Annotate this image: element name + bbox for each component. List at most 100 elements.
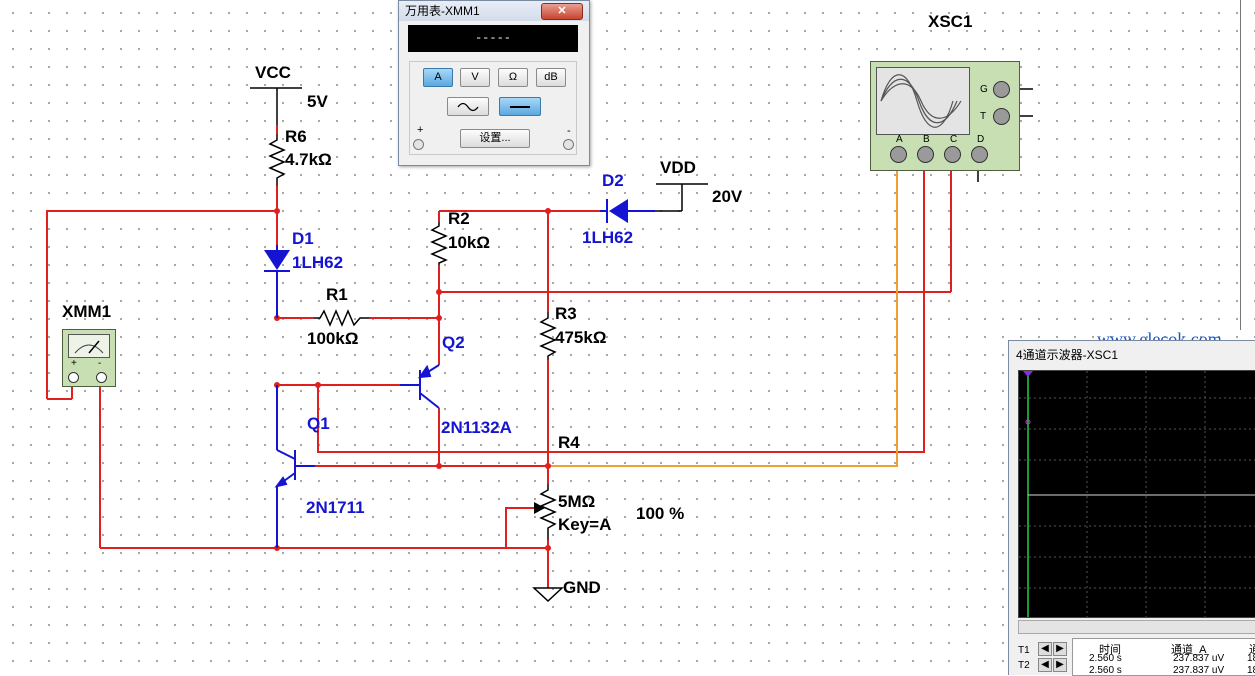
r4-percent: 100 %: [636, 504, 685, 523]
t2-label: T2: [1018, 660, 1030, 671]
multimeter-plus-label: +: [417, 124, 424, 136]
ac-wave-icon: [457, 102, 479, 112]
channel-a-header: 通道_A: [1171, 644, 1207, 656]
wires: [46, 125, 952, 588]
channel-a-wire: [548, 161, 898, 467]
xmm-minus-terminal[interactable]: [96, 372, 107, 383]
right-panel-edge: [1240, 0, 1255, 330]
dc-mode-button[interactable]: [499, 97, 541, 116]
multimeter-plus-terminal[interactable]: [413, 139, 424, 150]
xsc1-label: XSC1: [928, 12, 973, 31]
multimeter-display: -----: [408, 25, 578, 52]
t1-time: 2.560 s: [1089, 653, 1122, 664]
q2-model: 2N1132A: [441, 418, 512, 437]
ohmmeter-mode-button[interactable]: Ω: [498, 68, 528, 87]
ac-mode-button[interactable]: [447, 97, 489, 116]
oscilloscope-scrollbar[interactable]: [1018, 620, 1255, 634]
d1-model: 1LH62: [292, 253, 344, 272]
decibel-mode-button[interactable]: dB: [536, 68, 566, 87]
d1-diode[interactable]: [264, 245, 290, 318]
t2-left-arrow-icon[interactable]: ◀: [1038, 658, 1052, 672]
r3-resistor[interactable]: [539, 312, 557, 360]
t1-right-arrow-icon[interactable]: ▶: [1053, 642, 1067, 656]
voltmeter-mode-button[interactable]: V: [460, 68, 490, 87]
ammeter-mode-button[interactable]: A: [423, 68, 453, 87]
multimeter-minus-terminal[interactable]: [563, 139, 574, 150]
xmm-plus-terminal[interactable]: [68, 372, 79, 383]
vdd-label: VDD: [660, 158, 696, 177]
r4-value: 5MΩ: [558, 492, 596, 511]
r2-label: R2: [448, 209, 470, 228]
oscilloscope-title: 4通道示波器-XSC1: [1016, 348, 1119, 362]
q2-transistor[interactable]: [400, 364, 440, 409]
t1-extra: 18: [1247, 653, 1255, 664]
xsc-port-c-label: C: [950, 134, 958, 145]
xsc-port-a[interactable]: [890, 146, 907, 163]
xsc-port-b[interactable]: [917, 146, 934, 163]
r6-resistor[interactable]: [268, 134, 286, 186]
q2-label: Q2: [442, 333, 465, 352]
r4-potentiometer[interactable]: [534, 484, 557, 540]
xsc-port-a-label: A: [896, 134, 903, 145]
t2-channel-a: 237.837 uV: [1173, 665, 1225, 676]
t1-label: T1: [1018, 645, 1030, 656]
t1-channel-a: 237.837 uV: [1173, 653, 1225, 664]
t2-right-arrow-icon[interactable]: ▶: [1053, 658, 1067, 672]
r1-label: R1: [326, 285, 348, 304]
xmm-minus-label: -: [98, 358, 102, 369]
r6-value: 4.7kΩ: [285, 150, 332, 169]
multimeter-titlebar[interactable]: 万用表-XMM1 ✕: [399, 1, 589, 21]
oscilloscope-readout-panel: T1 T2 ◀ ▶ ◀ ▶ 时间 通道_A 通 2.560 s 237.837 …: [1010, 618, 1255, 676]
xmm1-label: XMM1: [62, 302, 112, 321]
r1-resistor[interactable]: [314, 309, 369, 327]
channel-b-header: 通: [1249, 644, 1255, 656]
r4-label: R4: [558, 433, 580, 452]
q1-label: Q1: [307, 414, 330, 433]
multimeter-minus-label: -: [567, 125, 571, 137]
vcc-label: VCC: [255, 63, 291, 82]
dc-line-icon: [510, 106, 530, 108]
xmm-plus-label: +: [71, 358, 77, 369]
r4-key: Key=A: [558, 515, 612, 534]
xsc-port-d-label: D: [977, 134, 985, 145]
readout-table: 时间 通道_A 通 2.560 s 237.837 uV 18 2.560 s …: [1072, 638, 1255, 676]
oscilloscope-screen: [1018, 370, 1255, 618]
junction-dots: [274, 208, 551, 551]
t1-left-arrow-icon[interactable]: ◀: [1038, 642, 1052, 656]
r1-value: 100kΩ: [307, 329, 359, 348]
d2-label: D2: [602, 171, 624, 190]
xsc-port-b-label: B: [923, 134, 930, 145]
r2-value: 10kΩ: [448, 233, 490, 252]
r3-label: R3: [555, 304, 577, 323]
multimeter-title: 万用表-XMM1: [405, 4, 480, 18]
vdd-symbol[interactable]: [655, 183, 708, 212]
xmm1-instrument[interactable]: + -: [62, 329, 116, 387]
xsc-port-t-label: T: [980, 111, 987, 122]
d1-label: D1: [292, 229, 314, 248]
settings-button[interactable]: 设置...: [460, 129, 530, 148]
vdd-value: 20V: [712, 187, 743, 206]
gnd-symbol[interactable]: [532, 587, 564, 603]
meter-gauge-icon: [68, 334, 110, 358]
multimeter-window[interactable]: 万用表-XMM1 ✕ ----- A V Ω dB + - 设置...: [398, 0, 590, 166]
sine-wave-icon: [876, 67, 970, 135]
vcc-value: 5V: [307, 92, 328, 111]
close-button[interactable]: ✕: [541, 3, 583, 20]
xsc1-instrument[interactable]: G T A B C D: [870, 61, 1020, 171]
gnd-label: GND: [563, 578, 601, 597]
xsc-port-d[interactable]: [971, 146, 988, 163]
xsc-port-g-label: G: [980, 84, 988, 95]
r2-resistor[interactable]: [430, 222, 448, 265]
q1-model: 2N1711: [306, 498, 365, 517]
d2-diode[interactable]: [600, 199, 655, 223]
vcc-symbol[interactable]: [250, 87, 302, 125]
t2-extra: 18: [1247, 665, 1255, 676]
xsc-port-t[interactable]: [993, 108, 1010, 125]
r3-value: 475kΩ: [555, 328, 607, 347]
q1-transistor[interactable]: [274, 385, 315, 548]
time-header: 时间: [1099, 644, 1121, 656]
r6-label: R6: [285, 127, 307, 146]
xsc-port-g[interactable]: [993, 81, 1010, 98]
xsc-port-c[interactable]: [944, 146, 961, 163]
